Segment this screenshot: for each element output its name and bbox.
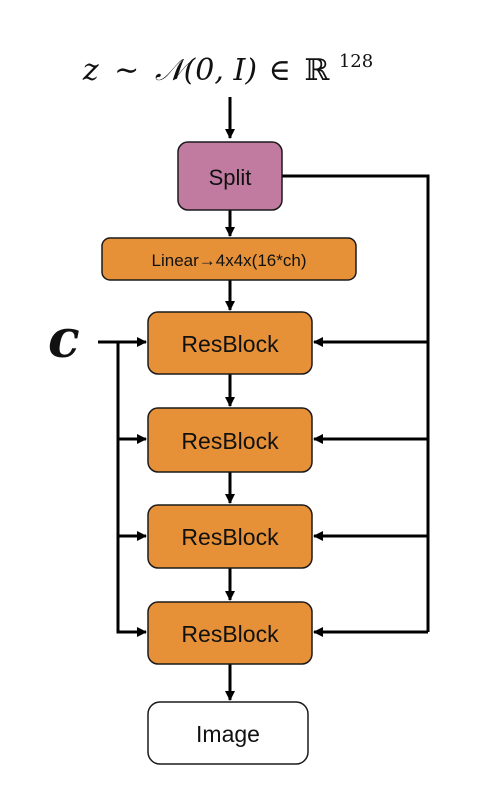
latent-formula: z ∼ 𝒩(0, I) ∈ ℝ 128 (82, 51, 373, 88)
image-node: Image (147, 701, 309, 765)
formula-reals: ℝ (304, 53, 330, 88)
linear-box (101, 237, 357, 281)
formula-z: z (82, 53, 99, 88)
resblock-label: ResBlock (181, 428, 279, 454)
resblock-label: ResBlock (181, 524, 279, 550)
resblock-node-1: ResBlock (147, 311, 313, 375)
split-box (177, 141, 283, 211)
linear-label: Linear→4x4x(16*ch) (152, 251, 307, 270)
split-skip-connections (282, 174, 430, 637)
resblock-box (147, 504, 313, 569)
formula-exponent: 128 (339, 51, 373, 72)
linear-node: Linear→4x4x(16*ch) (101, 237, 357, 281)
formula-normal: 𝒩(0, I) (155, 53, 257, 88)
resblock-box (147, 601, 313, 665)
condition-connections (98, 337, 147, 637)
condition-label: c (48, 309, 80, 370)
resblock-label: ResBlock (181, 621, 279, 647)
resblock-label: ResBlock (181, 331, 279, 357)
formula-in: ∈ (269, 53, 291, 88)
image-box (147, 701, 309, 765)
resblock-node-3: ResBlock (147, 504, 313, 569)
formula-sim: ∼ (114, 53, 139, 88)
image-label: Image (196, 721, 260, 747)
resblock-node-4: ResBlock (147, 601, 313, 665)
split-node: Split (177, 141, 283, 211)
resblock-node-2: ResBlock (147, 407, 313, 473)
resblock-box (147, 311, 313, 375)
split-label: Split (209, 165, 252, 190)
resblock-box (147, 407, 313, 473)
